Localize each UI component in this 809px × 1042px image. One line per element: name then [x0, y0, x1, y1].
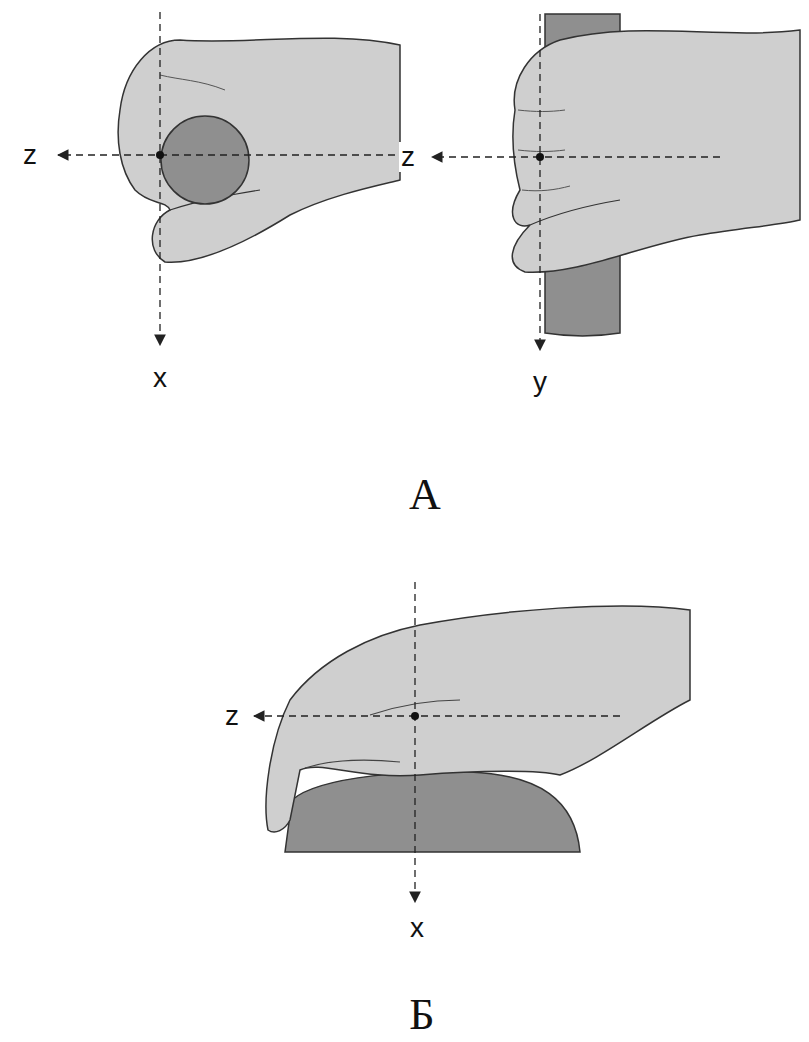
x-axis: [159, 12, 160, 345]
axis-label: x: [408, 913, 426, 943]
axis-label: x: [151, 363, 169, 393]
dome-object: [285, 772, 580, 852]
y-axis: [539, 14, 540, 350]
object-section: [161, 116, 249, 204]
origin-dot: [536, 153, 544, 161]
finger-line: [160, 75, 225, 90]
panel-label: А: [407, 472, 443, 518]
thumb-line: [530, 200, 620, 225]
axis-label: z: [223, 701, 241, 731]
origin-dot: [156, 151, 164, 159]
z-axis: [254, 715, 620, 716]
z-axis: [432, 156, 720, 157]
panel-label: Б: [407, 992, 436, 1038]
hand-side: [512, 30, 800, 272]
axis-label: z: [399, 142, 417, 172]
origin-dot: [411, 712, 419, 720]
axis-label: z: [21, 140, 39, 170]
finger-lines: [518, 110, 570, 191]
axis-label: y: [531, 367, 549, 397]
x-axis: [414, 582, 415, 902]
thumb-line: [305, 700, 460, 768]
z-axis: [58, 154, 395, 155]
hand-flat: [266, 606, 690, 832]
